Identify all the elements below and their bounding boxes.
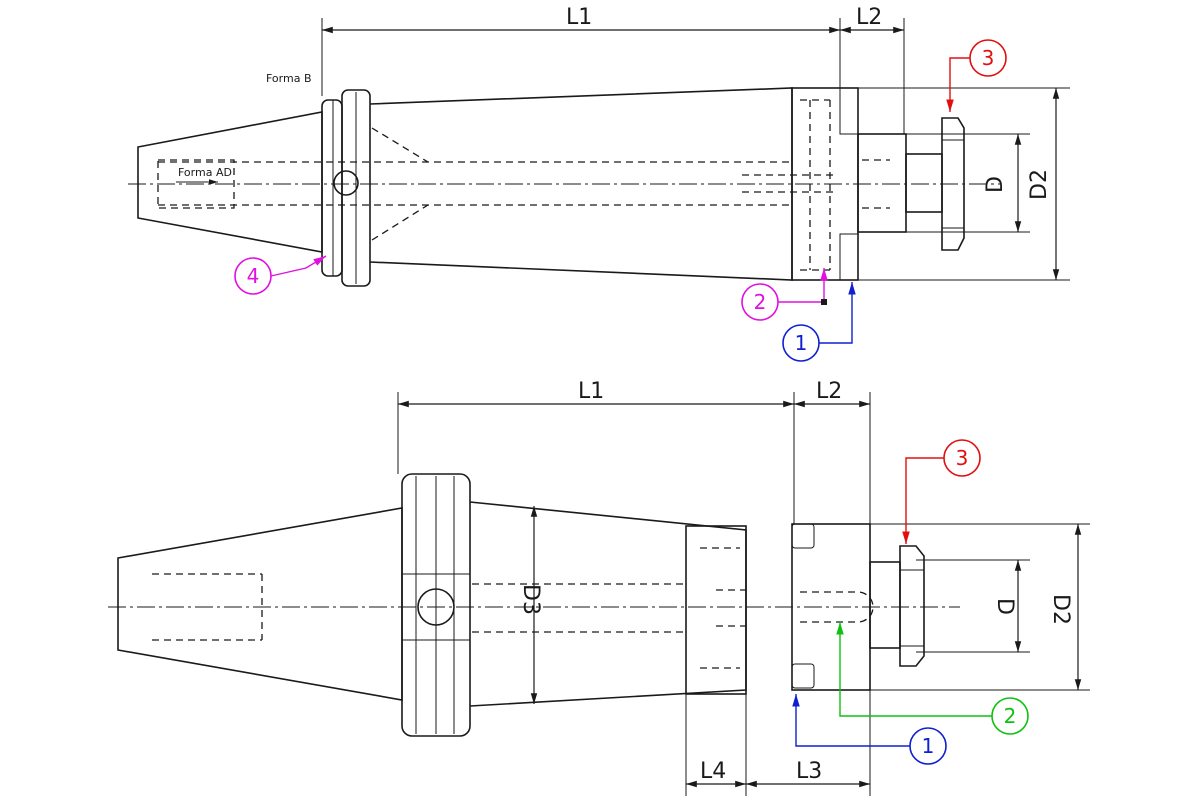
top-callout-2: 2 xyxy=(741,268,828,321)
bottom-drive-slot xyxy=(417,588,455,626)
top-view: Forma B Forma AD L1 L2 D D2 3 4 xyxy=(128,5,1070,362)
svg-text:2: 2 xyxy=(1004,704,1017,728)
svg-text:1: 1 xyxy=(795,331,808,355)
top-arbor xyxy=(857,133,907,233)
top-l1-label: L1 xyxy=(566,5,592,30)
bottom-view: L1 L2 L4 L3 D3 D D2 3 2 xyxy=(108,379,1090,796)
bottom-collar xyxy=(685,525,747,695)
bottom-body xyxy=(469,501,747,707)
top-callout-3: 3 xyxy=(946,39,1007,112)
svg-text:3: 3 xyxy=(982,46,995,70)
top-screw-neck xyxy=(905,153,943,213)
top-screw-head xyxy=(941,117,965,251)
bottom-arbor xyxy=(869,561,901,649)
bottom-screw-head xyxy=(899,545,925,667)
top-d-label: D xyxy=(983,176,1008,193)
top-form-ad-label: Forma AD xyxy=(178,166,232,179)
svg-text:4: 4 xyxy=(247,264,260,288)
bottom-l4-label: L4 xyxy=(700,759,726,784)
bottom-callout-2: 2 xyxy=(836,622,1029,735)
bottom-flange xyxy=(401,473,471,737)
bottom-head xyxy=(791,523,871,691)
top-flange xyxy=(321,99,343,277)
bottom-d3-label: D3 xyxy=(518,584,543,615)
bottom-taper xyxy=(117,507,403,701)
svg-text:1: 1 xyxy=(922,734,935,758)
top-l2-label: L2 xyxy=(856,5,882,30)
bottom-callout-3: 3 xyxy=(902,439,981,544)
top-d2-label: D2 xyxy=(1027,169,1052,200)
top-flange-2 xyxy=(341,89,371,287)
top-drive-slot xyxy=(333,170,359,196)
bottom-callout-1: 1 xyxy=(792,694,947,765)
bottom-d-label: D xyxy=(992,598,1017,615)
bottom-d2-label: D2 xyxy=(1048,594,1073,625)
bottom-l2-label: L2 xyxy=(816,379,842,404)
svg-text:2: 2 xyxy=(754,290,767,314)
top-taper xyxy=(137,111,323,253)
svg-text:3: 3 xyxy=(956,446,969,470)
top-callout-1: 1 xyxy=(782,282,856,362)
bottom-l1-label: L1 xyxy=(578,379,604,404)
bottom-l3-label: L3 xyxy=(796,759,822,784)
top-form-b-label: Forma B xyxy=(266,72,312,85)
top-callout-4: 4 xyxy=(234,255,327,295)
